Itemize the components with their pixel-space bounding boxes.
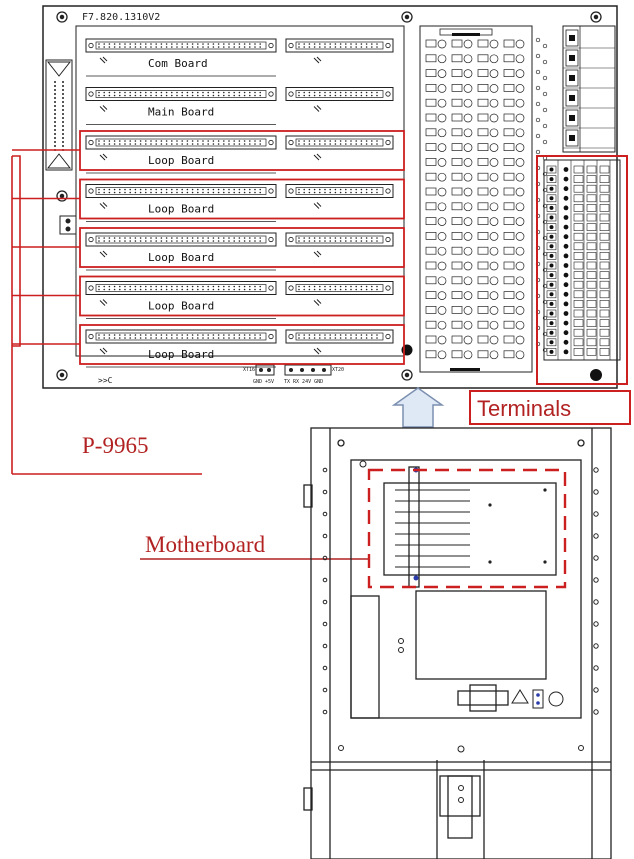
bottom-connector-xt16: XT16 GND +5V	[243, 364, 275, 385]
board-slot: Com Board	[85, 38, 394, 77]
cabinet-details	[322, 460, 599, 803]
footer-mark: >>C	[98, 376, 113, 385]
part-label: P-9965	[82, 433, 148, 458]
board-slot: Loop Board	[85, 281, 394, 319]
mounting-hole-black	[590, 369, 602, 381]
board-label: Main Board	[148, 106, 214, 119]
board-slot: Loop Board	[85, 135, 394, 174]
side-connector	[45, 59, 73, 171]
p9965-bracket	[11, 155, 202, 475]
terminal-strip-upper	[562, 25, 616, 153]
up-arrow	[391, 387, 445, 428]
mounting-holes	[56, 11, 602, 381]
part-number: F7.820.1310V2	[82, 12, 160, 23]
terminals-label-box	[469, 390, 631, 425]
board-label: Loop Board	[148, 251, 214, 264]
svg-text:GND +5V: GND +5V	[253, 379, 274, 385]
bottom-connector-xt20: XT20 TX RX 24V GND	[284, 364, 344, 385]
motherboard-highlight	[367, 468, 567, 589]
board-label: Loop Board	[148, 348, 214, 361]
board-slot: Main Board	[85, 87, 394, 125]
terminals-highlight	[536, 155, 628, 385]
svg-text:XT16: XT16	[243, 367, 255, 373]
cabinet-screw	[413, 575, 419, 581]
loop-board-highlights	[79, 130, 405, 365]
terminals-label: Terminals	[477, 396, 571, 421]
board-label: Loop Board	[148, 203, 214, 216]
terminal-block	[543, 159, 621, 361]
svg-text:TX RX 24V GND: TX RX 24V GND	[284, 379, 323, 385]
board-label: Loop Board	[148, 154, 214, 167]
bracket-ticks	[12, 149, 80, 345]
cabinet-drawing	[303, 427, 612, 859]
board-label: Com Board	[148, 57, 208, 70]
board-slot: Loop Board	[85, 232, 394, 271]
component-grid	[419, 25, 533, 373]
board-label: Loop Board	[148, 300, 214, 313]
motherboard-label: Motherboard	[145, 532, 266, 557]
board-slot: Loop Board	[85, 329, 394, 368]
board-slot: Loop Board	[85, 184, 394, 222]
svg-text:XT20: XT20	[332, 367, 344, 373]
